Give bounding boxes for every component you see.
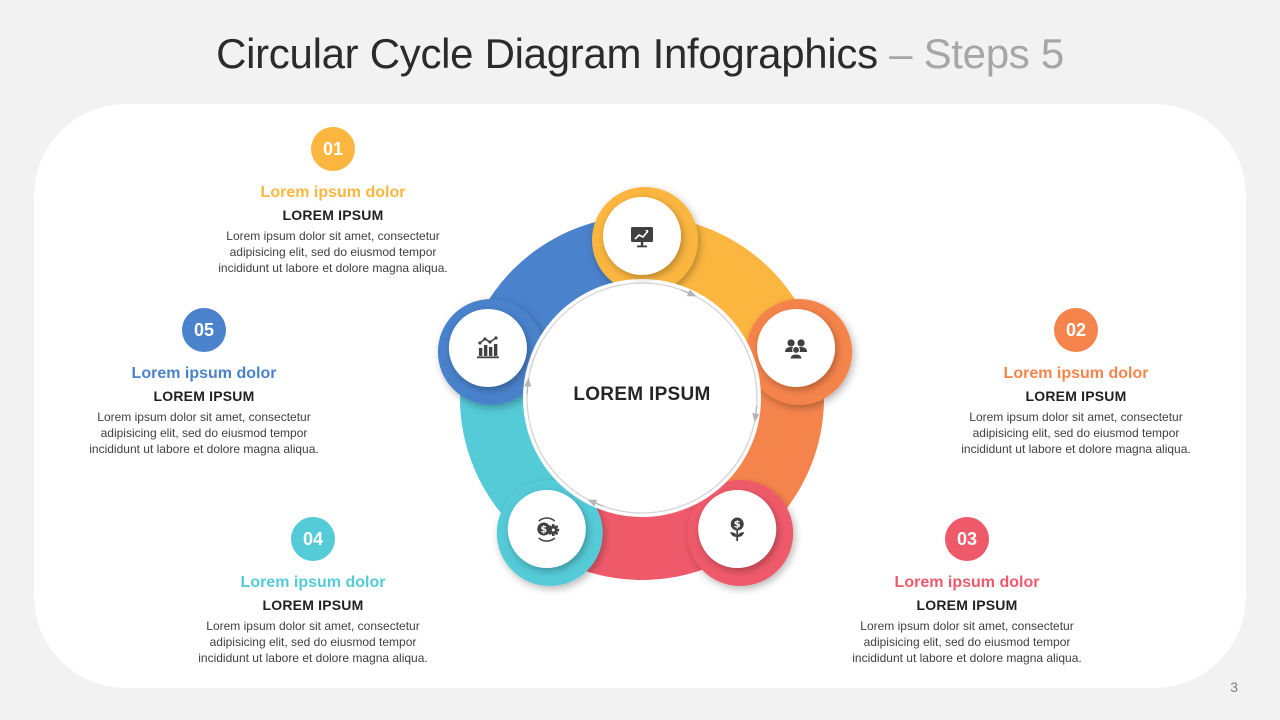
step-number-badge: 02 — [1054, 308, 1098, 352]
step-heading: Lorem ipsum dolor — [240, 574, 386, 591]
step-subheading: LOREM IPSUM — [153, 388, 255, 404]
svg-text:$: $ — [734, 520, 741, 531]
step-body-line-1: Lorem ipsum dolor sit amet, consectetur — [226, 229, 440, 243]
cycle-arrow-1 — [681, 289, 697, 297]
slide-title: Circular Cycle Diagram Infographics – St… — [0, 30, 1280, 78]
center-label: LOREM IPSUM — [573, 384, 711, 405]
step-body-line-1: Lorem ipsum dolor sit amet, consectetur — [969, 410, 1183, 424]
step-number-badge: 01 — [311, 127, 355, 171]
money-gear-icon: $ — [537, 517, 560, 542]
step-number-badge: 04 — [291, 517, 335, 561]
inner-cycle-line — [526, 282, 758, 514]
step-heading: Lorem ipsum dolor — [260, 184, 406, 201]
step-body-line-1: Lorem ipsum dolor sit amet, consectetur — [860, 619, 1074, 633]
step-subheading: LOREM IPSUM — [1025, 388, 1127, 404]
step-body-line-2: adipisicing elit, sed do eiusmod tempor — [229, 245, 437, 259]
step-number-badge: 05 — [182, 308, 226, 352]
step-body-line-2: adipisicing elit, sed do eiusmod tempor — [972, 426, 1180, 440]
node-circle-5 — [448, 308, 527, 387]
step-subheading: LOREM IPSUM — [282, 207, 384, 223]
step-body: Lorem ipsum dolor sit amet, consectetur a… — [926, 409, 1226, 457]
title-separator: – — [877, 30, 924, 77]
step-number-badge: 03 — [945, 517, 989, 561]
cycle-arrows — [524, 289, 760, 507]
step-body: Lorem ipsum dolor sit amet, consectetur a… — [183, 228, 483, 276]
cycle-arrow-2 — [752, 405, 760, 423]
step-body-line-2: adipisicing elit, sed do eiusmod tempor — [100, 426, 308, 440]
title-main: Circular Cycle Diagram Infographics — [216, 30, 878, 77]
cycle-nodes: $$ — [448, 197, 836, 569]
step-body-line-2: adipisicing elit, sed do eiusmod tempor — [863, 635, 1071, 649]
bar-chart-icon — [476, 336, 499, 359]
step-body-line-3: incididunt ut labore et dolore magna ali… — [852, 651, 1082, 665]
svg-text:$: $ — [540, 525, 547, 536]
step-subheading: LOREM IPSUM — [916, 597, 1018, 613]
step-body-line-3: incididunt ut labore et dolore magna ali… — [218, 261, 448, 275]
step-body-line-3: incididunt ut labore et dolore magna ali… — [961, 442, 1191, 456]
step-heading: Lorem ipsum dolor — [894, 574, 1040, 591]
team-icon — [785, 339, 808, 360]
step-subheading: LOREM IPSUM — [262, 597, 364, 613]
cycle-arrow-4 — [524, 377, 532, 395]
presentation-chart-icon — [631, 227, 653, 248]
money-plant-icon: $ — [730, 517, 745, 542]
step-body-line-3: incididunt ut labore et dolore magna ali… — [89, 442, 319, 456]
page-number: 3 — [1230, 679, 1238, 695]
title-sub: Steps 5 — [923, 30, 1065, 77]
step-body: Lorem ipsum dolor sit amet, consectetur a… — [163, 618, 463, 666]
step-body: Lorem ipsum dolor sit amet, consectetur a… — [54, 409, 354, 457]
step-heading: Lorem ipsum dolor — [131, 365, 277, 382]
step-body-line-3: incididunt ut labore et dolore magna ali… — [198, 651, 428, 665]
step-body-line-1: Lorem ipsum dolor sit amet, consectetur — [97, 410, 311, 424]
step-body-line-1: Lorem ipsum dolor sit amet, consectetur — [206, 619, 420, 633]
center-circle — [523, 279, 761, 517]
step-body: Lorem ipsum dolor sit amet, consectetur a… — [817, 618, 1117, 666]
step-heading: Lorem ipsum dolor — [1003, 365, 1149, 382]
cycle-arrow-3 — [587, 499, 603, 507]
step-body-line-2: adipisicing elit, sed do eiusmod tempor — [209, 635, 417, 649]
